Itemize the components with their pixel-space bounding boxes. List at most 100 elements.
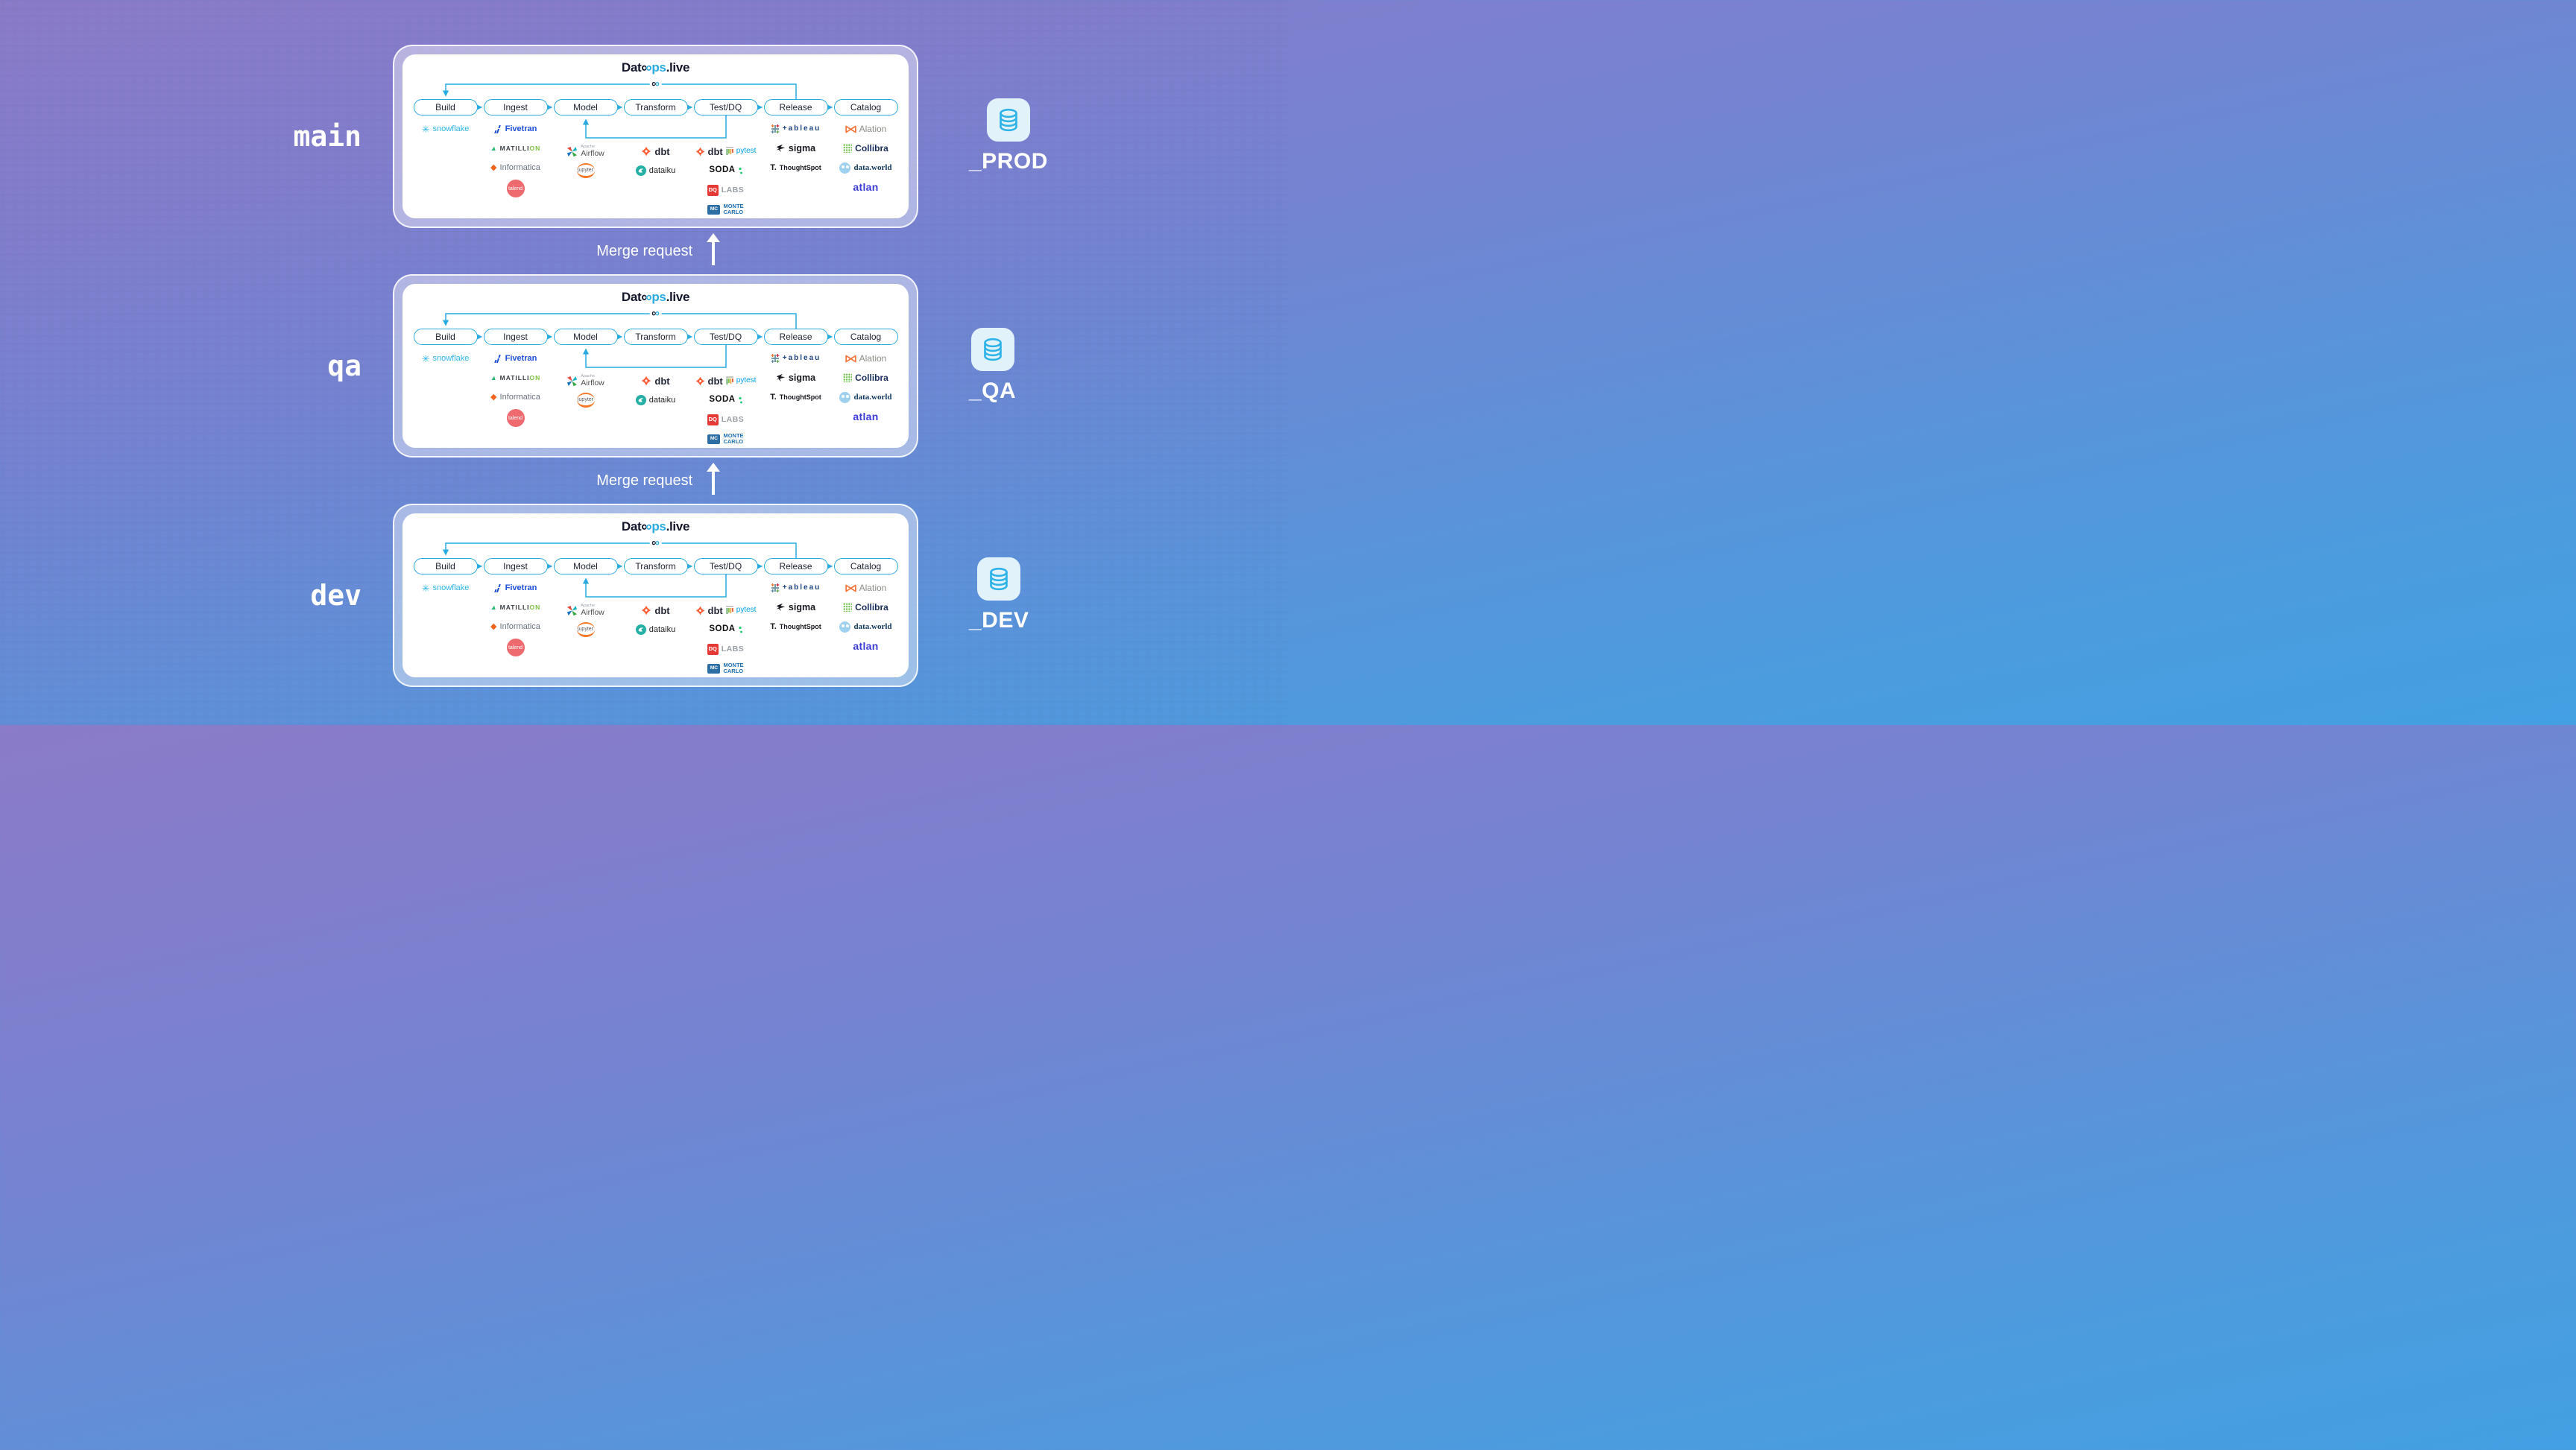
tools-catalog: Alation Collibra data.world atlan [831,121,901,194]
logo-tableau: +ableau [771,580,821,595]
stage-pill-transform: Transform [623,558,688,574]
logo-dataworld: data.world [839,160,892,175]
logo-snowflake: ✳snowflake [421,123,470,135]
dbt-icon [695,146,705,156]
database-label-dev: _DEV [969,608,1029,633]
database-tile-dev: _DEV [969,557,1029,633]
merge-request-label: Merge request [596,242,693,259]
logo-text-accent: ps [651,60,666,75]
logo-thoughtspot: T.ThoughtSpot [770,392,821,402]
pytest-icon [725,606,733,614]
jupyter-icon [576,393,595,400]
dataops-live-logo: Dat∞ps.live [402,518,909,536]
montecarlo-icon: MC [707,663,721,674]
dbt-icon [695,605,705,615]
logo-matillion: ▲MATILLION [489,373,541,382]
pipeline-connectors [442,542,833,598]
alation-bowtie-icon [845,125,856,133]
logo-dbt: dbt [641,603,670,618]
thoughtspot-icon: T. [770,392,777,402]
database-icon [977,557,1021,601]
branch-label-qa: qa [327,349,362,382]
soda-dots-icon [738,396,742,405]
thoughtspot-icon: T. [770,621,777,631]
alation-bowtie-icon [845,584,856,592]
fivetran-icon [493,354,501,363]
matillion-icon: ▲ [489,144,498,152]
dbt-icon [641,146,651,156]
logo-matillion: ▲MATILLION [489,603,541,611]
database-icon [986,98,1030,142]
logo-jupyter: jupyter [575,163,597,178]
sigma-bird-icon [776,373,786,382]
snowflake-icon: ✳ [421,352,430,364]
snowflake-icon: ✳ [421,123,430,135]
up-arrow-icon [712,241,715,265]
airflow-pinwheel-icon [567,605,578,615]
dataworld-owl-icon [839,621,851,633]
logo-jupyter: jupyter [575,393,597,408]
logo-dataworld: data.world [839,390,892,405]
montecarlo-icon: MC [707,434,721,444]
logo-fivetran: Fivetran [493,351,537,366]
branch-label-dev: dev [310,579,362,612]
database-label-prod: _PROD [969,149,1048,174]
loop-infinity-icon: ∞ [649,307,662,319]
tools-catalog: Alation Collibra data.world atlan [831,580,901,653]
logo-sigma: sigma [776,370,815,385]
branch-label-main: main [293,120,362,153]
stage-pill-build: Build [413,99,478,115]
collibra-icon [843,373,853,382]
logo-atlan: atlan [853,181,879,193]
database-cylinder-icon [983,338,1002,361]
logo-alation: Alation [845,351,886,366]
logo-soda: SODA [709,163,742,178]
logo-fivetran: Fivetran [493,580,537,595]
database-cylinder-icon [1000,108,1017,132]
logo-dataiku: dataiku [635,393,675,408]
montecarlo-icon: MC [707,204,721,215]
tools-build: ✳snowflake [411,121,481,136]
dbt-icon [641,605,651,615]
stage-pill-ingest: Ingest [483,99,548,115]
dataiku-bird-icon [635,395,646,405]
logo-collibra: Collibra [843,600,888,615]
logo-soda: SODA [709,622,742,637]
soda-dots-icon [738,625,742,634]
logo-alation: Alation [845,121,886,136]
logo-text: Dat [621,60,642,75]
tools-release: +ableau sigma T.ThoughtSpot [761,580,831,634]
stage-pill-release: Release [763,558,828,574]
sigma-bird-icon [776,144,786,152]
dataops-pipeline-card: Dat∞ps.live [393,504,918,687]
stage-pill-testdq: Test/DQ [693,329,758,345]
card-slot-dev: Dat∞ps.live [393,504,918,687]
pytest-icon [725,147,733,155]
database-tile-qa: _QA [969,328,1016,404]
tools-transform: dbt dataiku [621,373,691,408]
database-cylinder-icon [990,567,1008,591]
logo-jupyter: jupyter [575,622,597,637]
database-label-qa: _QA [969,379,1017,403]
dataops-live-logo: Dat∞ps.live [402,59,909,77]
tools-ingest: Fivetran ▲MATILLION ◆Informatica talend [481,121,551,197]
logo-talend: talend [506,180,525,197]
logo-dbt-pytest: dbt pytest [695,603,756,618]
informatica-icon: ◆ [490,392,497,402]
logo-collibra: Collibra [843,370,888,385]
jupyter-icon [576,622,595,630]
stage-pill-catalog: Catalog [833,558,898,574]
soda-dots-icon [738,166,742,175]
loop-infinity-icon: ∞ [649,77,662,89]
up-arrow-icon [712,471,715,495]
